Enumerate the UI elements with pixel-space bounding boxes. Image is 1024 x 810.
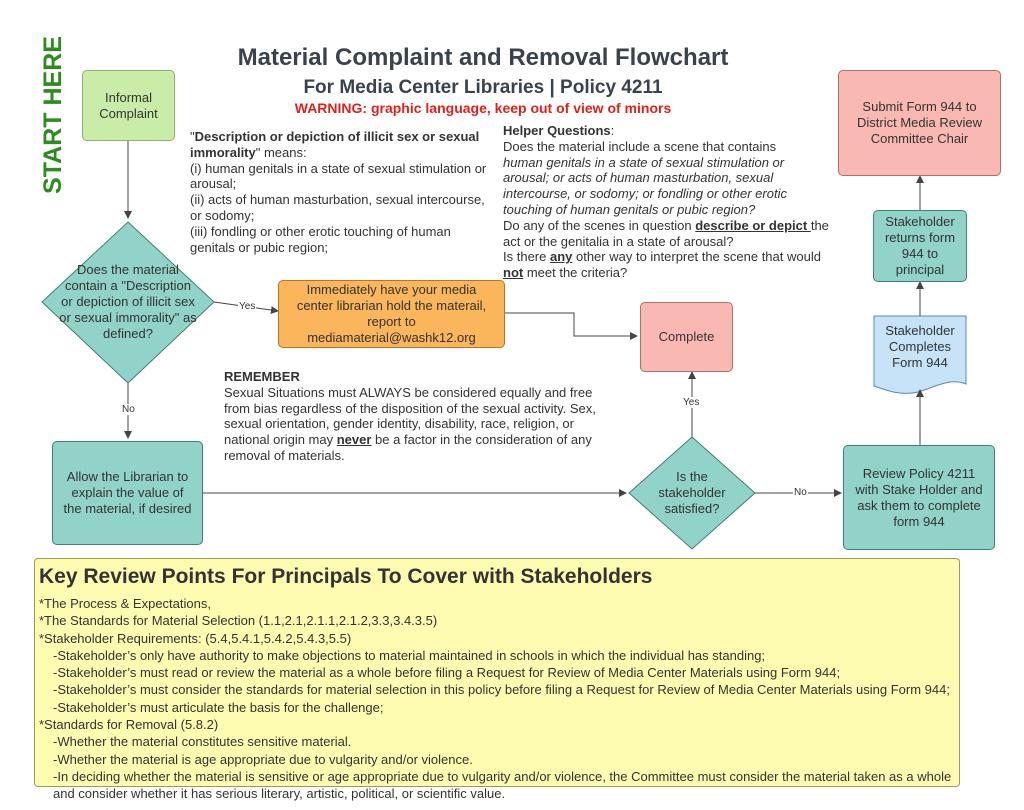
- definition-block: "Description or depiction of illicit sex…: [190, 129, 490, 255]
- node-allow-librarian: Allow the Librarian to explain the value…: [52, 441, 203, 545]
- definition-heading: "Description or depiction of illicit sex…: [190, 129, 480, 160]
- key-review-heading: Key Review Points For Principals To Cove…: [39, 565, 653, 588]
- key-review-line: -In deciding whether the material is sen…: [53, 768, 952, 802]
- key-review-line: -Stakeholder’s must read or review the m…: [53, 665, 841, 681]
- node-hold-material: Immediately have your media center libra…: [278, 280, 505, 348]
- key-review-box: Key Review Points For Principals To Cove…: [34, 558, 960, 801]
- key-review-line: *Standards for Removal (5.8.2): [39, 717, 219, 733]
- node-decision-satisfied: Is the stakeholder satisfied?: [658, 469, 726, 516]
- definition-item: (ii) acts of human masturbation, sexual …: [190, 192, 485, 223]
- helper-questions: Helper Questions: Does the material incl…: [503, 123, 833, 281]
- helper-q1-criteria: human genitals in a state of sexual stim…: [503, 154, 787, 217]
- helper-q3: Is there any other way to interpret the …: [503, 249, 821, 281]
- edge-label-yes-complete: Yes: [682, 397, 701, 408]
- node-review-policy: Review Policy 4211 with Stake Holder and…: [843, 445, 995, 550]
- key-review-line: -Whether the material is age appropriate…: [53, 751, 473, 767]
- helper-q2: Do any of the scenes in question describ…: [503, 217, 829, 249]
- page-title: Material Complaint and Removal Flowchart: [237, 44, 729, 71]
- edge-label-yes-hold: Yes: [238, 301, 257, 312]
- page-subtitle: For Media Center Libraries | Policy 4211: [303, 77, 663, 98]
- node-submit-form: Submit Form 944 to District Media Review…: [838, 70, 1001, 176]
- key-review-line: *The Standards for Material Selection (1…: [39, 613, 438, 629]
- warning-text: WARNING: graphic language, keep out of v…: [294, 100, 672, 116]
- node-decision-material: Does the material contain a "Description…: [59, 262, 197, 341]
- definition-term: Description or depiction of illicit sex …: [190, 129, 480, 160]
- helper-heading: Helper Questions: [503, 123, 611, 138]
- remember-text: Sexual Situations must ALWAYS be conside…: [224, 384, 596, 463]
- remember-block: REMEMBER Sexual Situations must ALWAYS b…: [224, 369, 614, 464]
- key-review-line: -Stakeholder’s must consider the standar…: [53, 682, 950, 698]
- node-returns-form: Stakeholder returns form 944 to principa…: [873, 210, 967, 282]
- definition-item: (iii) fondling or other erotic touching …: [190, 223, 451, 255]
- node-complete: Complete: [640, 302, 733, 372]
- edge-hold-to-complete: [505, 312, 638, 340]
- node-completes-form: Stakeholder Completes Form 944: [885, 323, 955, 370]
- helper-q1: Does the material include a scene that c…: [503, 138, 777, 154]
- key-review-line: -Whether the material constitutes sensit…: [53, 734, 352, 750]
- key-review-line: -Stakeholder’s must articulate the basis…: [53, 699, 384, 715]
- key-review-lines: *The Process & Expectations, *The Standa…: [39, 595, 955, 803]
- key-review-line: -Stakeholder’s only have authority to ma…: [53, 647, 766, 663]
- edge-label-no-review: No: [793, 487, 808, 498]
- decision-diamond-satisfied: [628, 436, 756, 550]
- edge-label-no-allow: No: [121, 404, 136, 415]
- key-review-line: *The Process & Expectations,: [39, 596, 211, 611]
- key-review-line: *Stakeholder Requirements: (5.4,5.4.1,5.…: [39, 630, 352, 646]
- definition-item: (i) human genitals in a state of sexual …: [190, 160, 487, 192]
- node-informal-complaint: Informal Complaint: [82, 70, 175, 141]
- remember-heading: REMEMBER: [224, 369, 300, 384]
